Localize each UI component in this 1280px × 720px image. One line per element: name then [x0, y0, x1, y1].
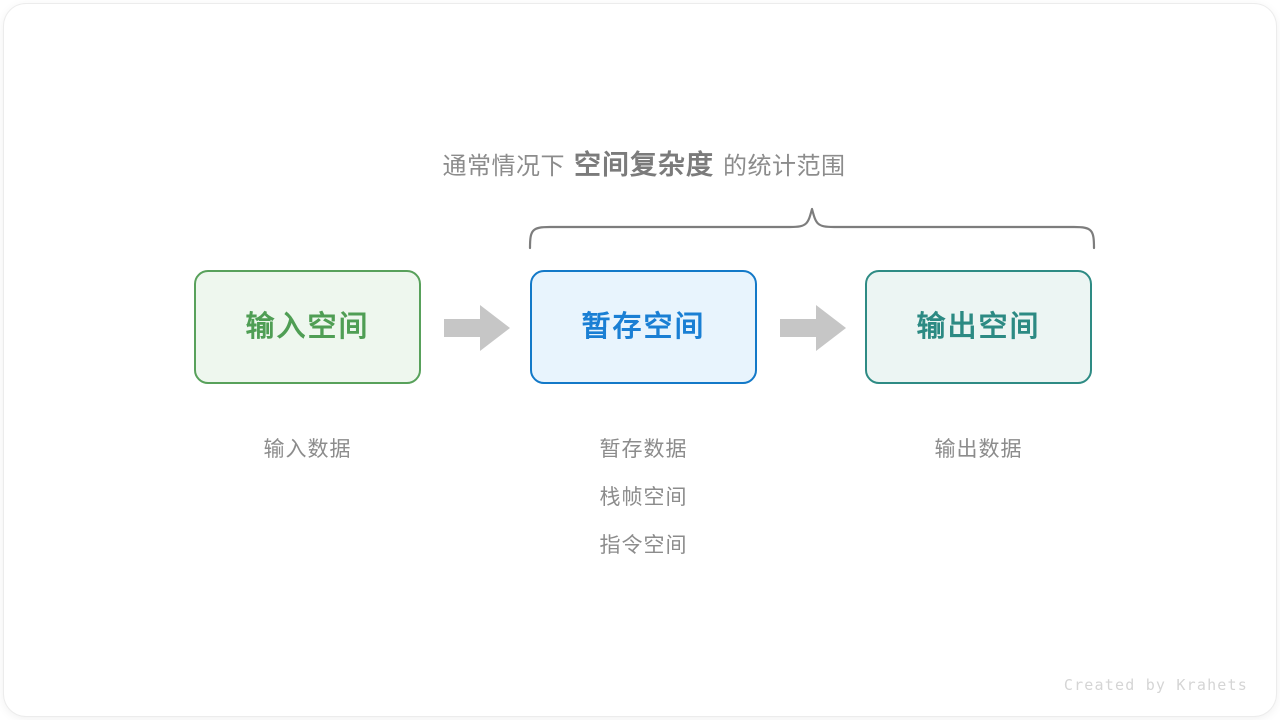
watermark-credit: Created by Krahets [1063, 676, 1248, 694]
box-output-space[interactable]: 输出空间 [865, 270, 1092, 384]
sublabel-item: 栈帧空间 [599, 486, 688, 509]
box-input-space-label: 输入空间 [245, 310, 370, 343]
diagram-card: 通常情况下空间复杂度的统计范围 输入空间 暂存空间 输出空间 输入数据 [4, 4, 1276, 716]
sublabel-item: 暂存数据 [599, 438, 688, 461]
sublabels-temp-space: 暂存数据 栈帧空间 指令空间 [530, 426, 757, 570]
sublabel-item: 输出数据 [934, 438, 1023, 461]
sublabel-item: 指令空间 [599, 534, 688, 557]
arrow-input-to-temp-icon [444, 305, 510, 351]
caption-emphasis: 空间复杂度 [574, 150, 714, 180]
sublabels-output-space: 输出数据 [865, 426, 1092, 474]
statistics-scope-brace-icon [528, 207, 1096, 250]
sublabel-item: 输入数据 [263, 438, 352, 461]
box-temp-space-label: 暂存空间 [581, 310, 706, 343]
caption-line: 通常情况下空间复杂度的统计范围 [4, 152, 1276, 179]
box-output-space-label: 输出空间 [916, 310, 1041, 343]
box-input-space[interactable]: 输入空间 [194, 270, 421, 384]
sublabels-input-space: 输入数据 [194, 426, 421, 474]
arrow-temp-to-output-icon [780, 305, 846, 351]
caption-suffix: 的统计范围 [723, 153, 846, 180]
box-temp-space[interactable]: 暂存空间 [530, 270, 757, 384]
caption-prefix: 通常情况下 [442, 153, 565, 180]
